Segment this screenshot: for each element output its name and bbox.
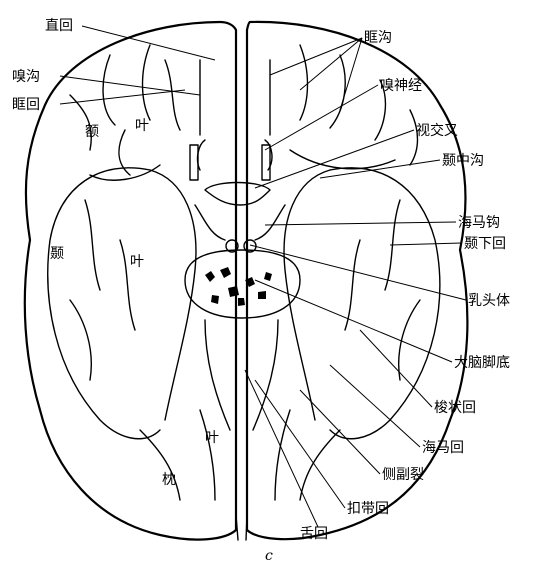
label-kuanggou: 眶沟: [364, 30, 392, 46]
lobe-label-ye-temporal: 叶: [130, 254, 144, 270]
label-xiushenjing: 嗅神经: [380, 78, 422, 94]
label-rutouti: 乳头体: [468, 293, 510, 309]
central-structures: [185, 183, 300, 431]
label-niezhonggou: 颞中沟: [442, 153, 484, 169]
label-suozhuanghui: 梭状回: [434, 399, 476, 416]
label-haimahui: 海马回: [422, 440, 464, 456]
lobe-label-ye-occipital: 叶: [205, 430, 219, 446]
frontal-sulci: [70, 45, 418, 180]
lobe-label-zhen: 枕: [162, 472, 176, 488]
label-koudaihui: 扣带回: [347, 501, 389, 517]
leader-lines: [60, 26, 466, 527]
label-haimagou: 海马钩: [458, 215, 500, 231]
label-shehui: 舌回: [300, 526, 328, 542]
label-kuanghui: 眶回: [12, 97, 40, 113]
label-niexiahui: 颞下回: [464, 236, 506, 252]
figure-caption: c: [265, 548, 273, 564]
label-zhihui: 直回: [45, 17, 73, 34]
label-danaojiaodi: 大脑脚底: [454, 355, 510, 371]
label-cefulie: 侧副裂: [382, 467, 424, 483]
label-shijiaocha: 视交叉: [416, 122, 458, 139]
label-xiugou: 嗅沟: [12, 69, 40, 85]
lobe-label-nie: 颞: [50, 246, 64, 262]
lobe-label-e: 额: [85, 124, 99, 140]
lobe-label-ye-frontal: 叶: [135, 118, 149, 134]
